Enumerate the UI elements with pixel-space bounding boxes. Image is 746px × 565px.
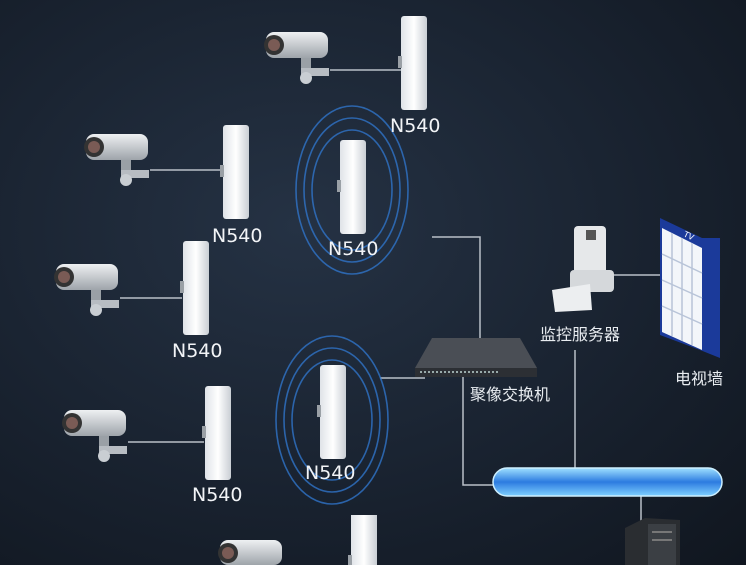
bridge-device-icon: [202, 386, 231, 480]
device-label: N540: [328, 238, 378, 260]
switch-label: 聚像交换机: [470, 385, 550, 404]
device-label: N540: [305, 462, 355, 484]
tv-wall-icon: TV: [660, 218, 720, 358]
camera-icon: [264, 32, 329, 84]
server-icon: [552, 226, 614, 312]
server-label: 监控服务器: [540, 325, 620, 344]
network-bus: [492, 467, 723, 497]
tv-wall-label: 电视墙: [675, 369, 723, 388]
device-label: N540: [172, 340, 222, 362]
connection-lines: [120, 69, 660, 522]
camera-icon: [62, 410, 127, 462]
device-label: N540: [390, 115, 440, 137]
device-label: N540: [212, 225, 262, 247]
bridge-device-icon: [180, 241, 209, 335]
wireless-signal-icon: [275, 335, 389, 505]
camera-icon: [84, 134, 149, 186]
camera-icon: [218, 540, 282, 565]
device-label: N540: [192, 484, 242, 506]
bridge-device-icon: [398, 16, 427, 110]
bridge-device-icon: [317, 365, 346, 459]
computer-tower-icon: [625, 518, 680, 565]
camera-icon: [54, 264, 119, 316]
bridge-device-icon: [348, 515, 377, 565]
switch-icon: [415, 338, 537, 377]
bridge-device-icon: [337, 140, 366, 234]
bridge-device-icon: [220, 125, 249, 219]
wireless-signal-icon: [295, 105, 409, 275]
